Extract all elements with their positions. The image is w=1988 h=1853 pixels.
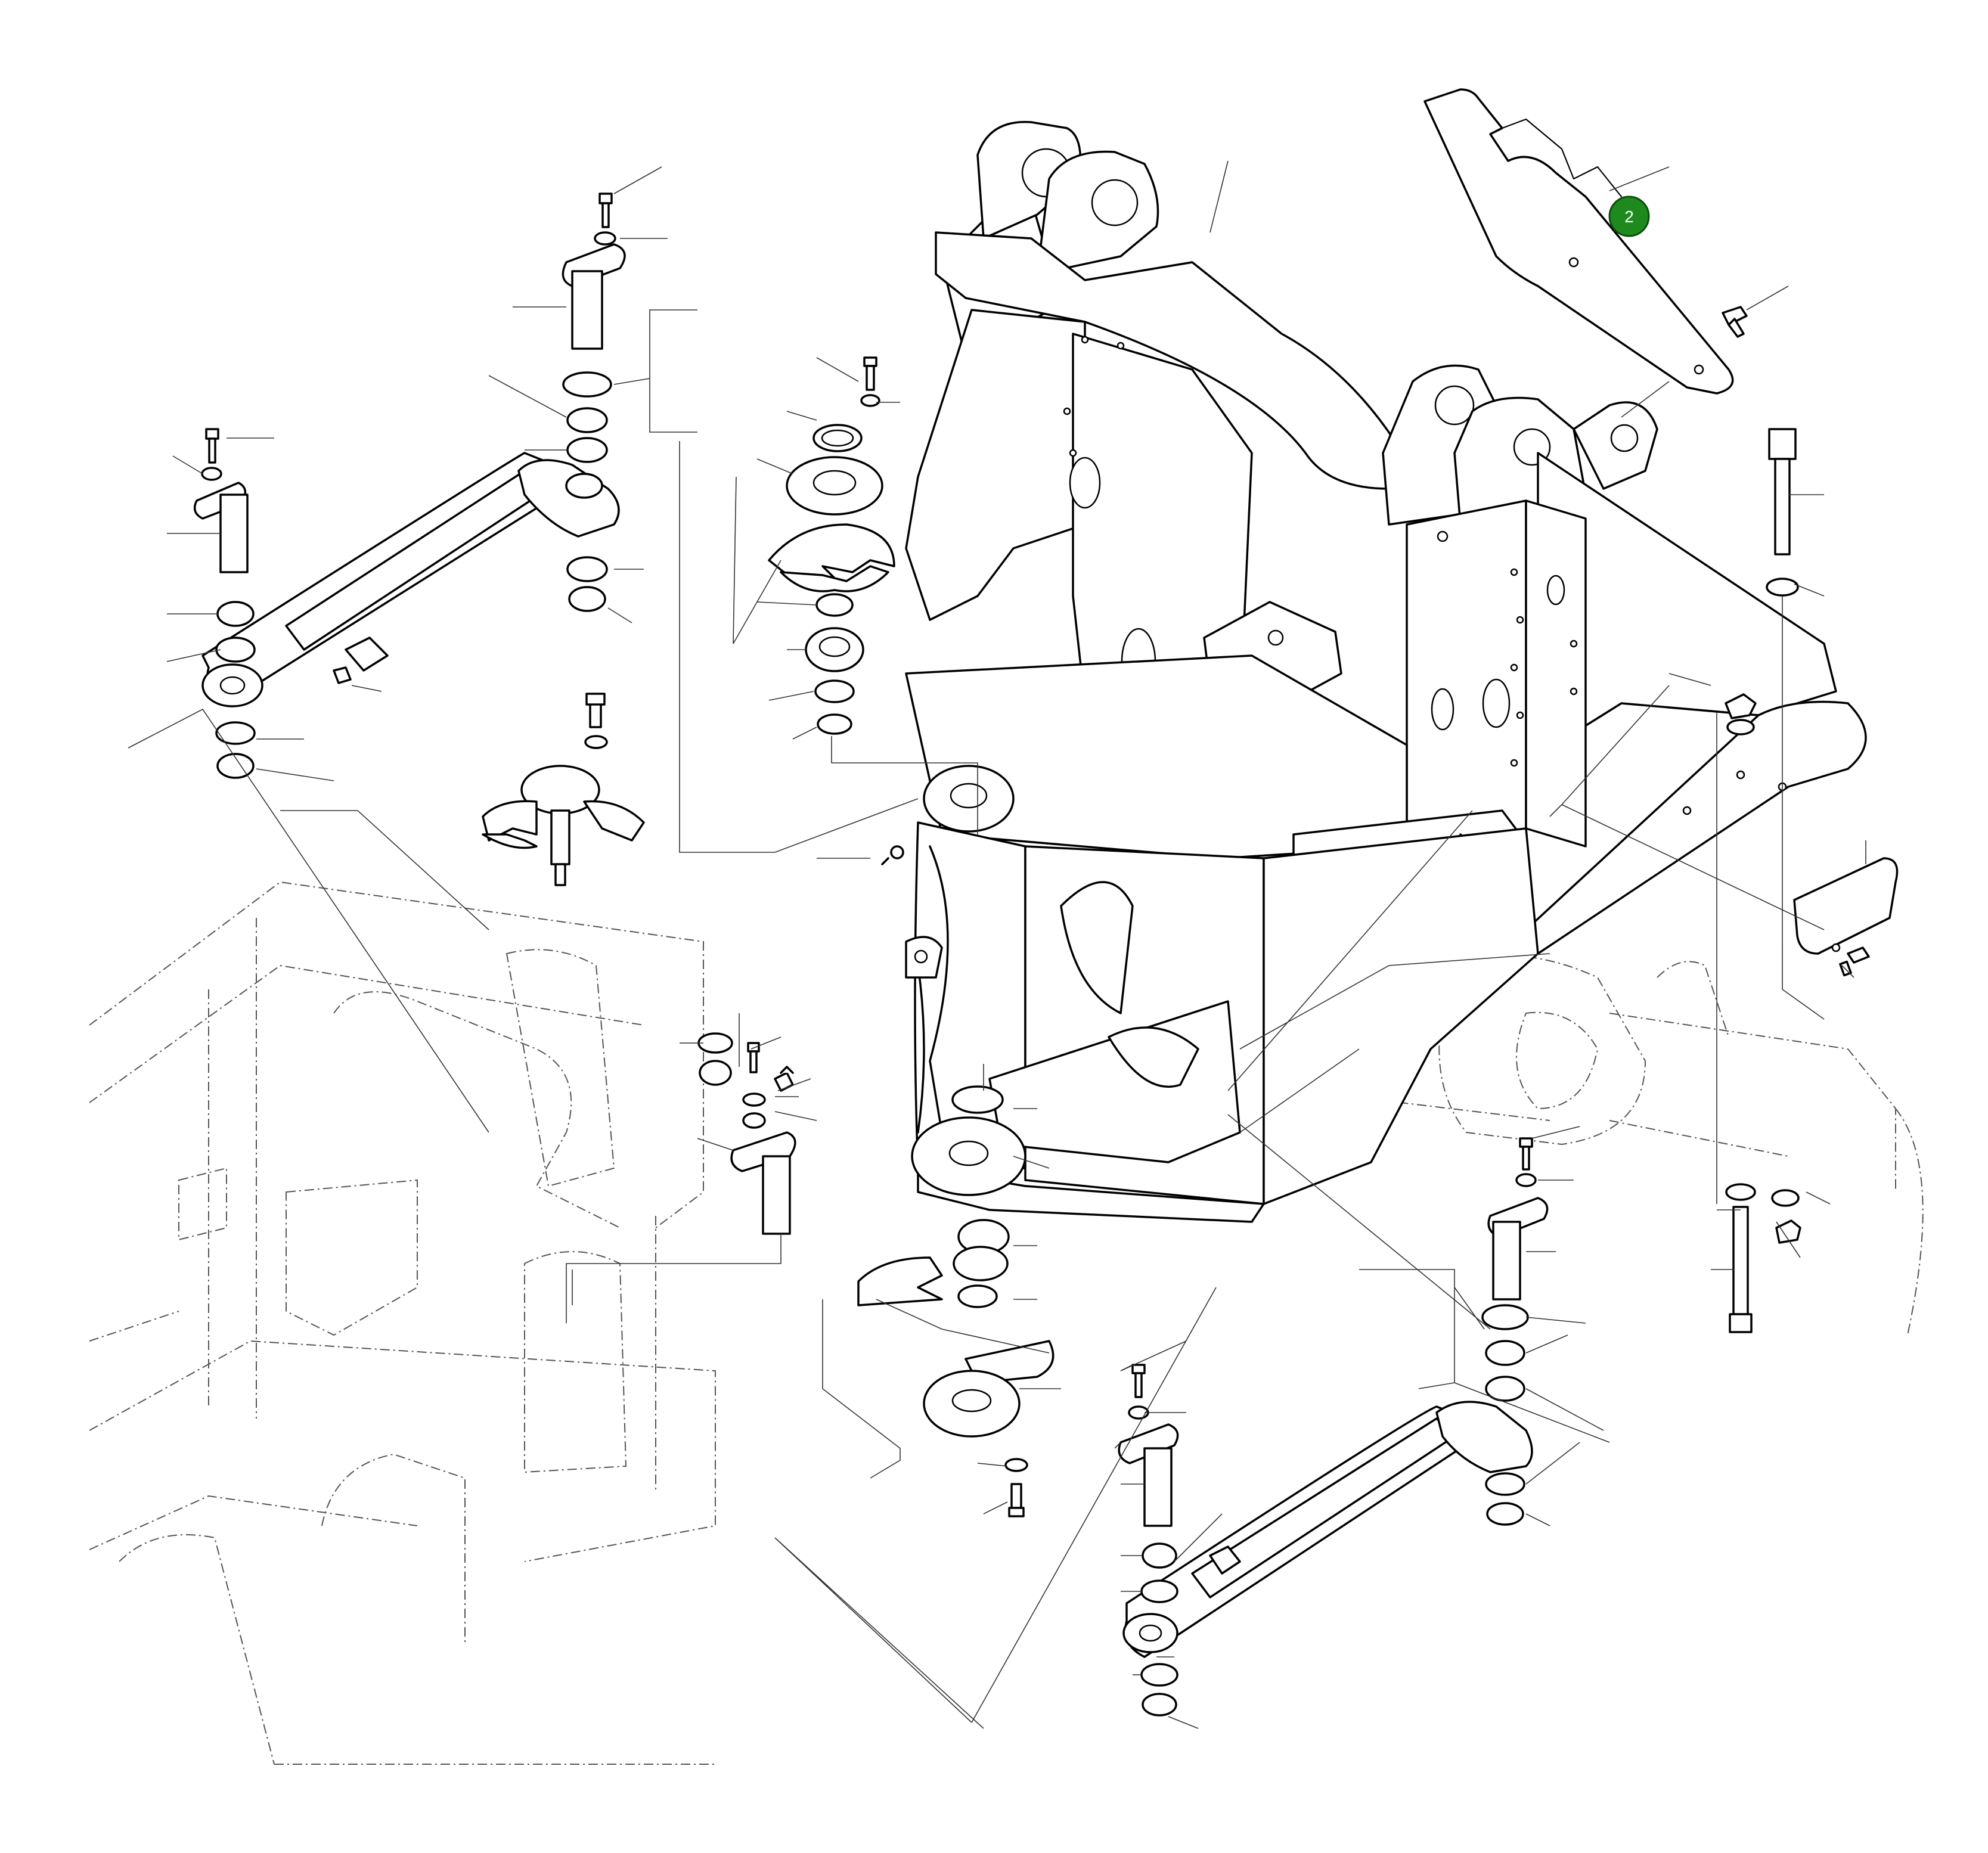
- front-loader-frame: [905, 120, 1867, 1223]
- lower-right-cylinder: [1122, 1401, 1533, 1658]
- swivel-upper-bolt: [860, 356, 880, 407]
- callout-badge-2[interactable]: 2: [1608, 195, 1650, 237]
- right-long-bolt: [1725, 428, 1801, 1333]
- upper-pin-stack: [562, 193, 626, 612]
- guard-plate-screw: [1722, 306, 1748, 338]
- bottom-center-pin-stack: [1118, 1364, 1179, 1717]
- access-cover-plate: [1793, 857, 1899, 977]
- left-pin-stack: [193, 428, 256, 779]
- phantom-rear-frame: [89, 881, 716, 1765]
- frame-bolt-holes: [1063, 336, 1787, 815]
- lower-left-pin-stack: [697, 1032, 796, 1235]
- callout-label-2: 2: [1624, 207, 1634, 226]
- guard-plate: [1423, 88, 1734, 395]
- leader-lines: [128, 160, 1866, 1729]
- swivel-stack-lower: [857, 1085, 1055, 1517]
- center-pivot-pin: [482, 693, 645, 886]
- lower-right-pin-stack: [1481, 1137, 1549, 1526]
- grease-fittings: [780, 845, 904, 1074]
- swivel-stack-upper: [768, 424, 895, 735]
- upper-left-cylinder: [201, 452, 620, 707]
